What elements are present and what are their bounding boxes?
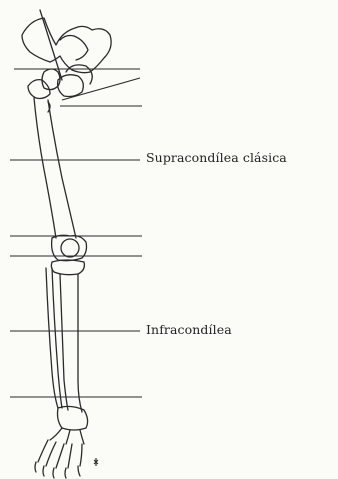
patella <box>61 239 79 257</box>
ankle-mark <box>94 458 98 466</box>
acetabulum <box>58 75 84 97</box>
level-line-hip-diagonal <box>62 78 140 100</box>
tibial-plateau <box>51 260 84 275</box>
tibia-shaft-medial <box>78 274 82 412</box>
pelvis-outline <box>22 18 111 73</box>
label-infracondylar: Infracondílea <box>146 322 232 337</box>
metatarsals <box>38 440 82 468</box>
tarsals <box>50 428 84 444</box>
label-supracondylar: Supracondílea clásica <box>146 150 287 165</box>
femoral-head <box>42 69 60 90</box>
ankle <box>58 406 88 430</box>
tibia-shaft-lateral <box>60 274 68 410</box>
pelvis-inner-contour <box>60 36 88 61</box>
femur-shaft-lateral <box>34 98 56 238</box>
